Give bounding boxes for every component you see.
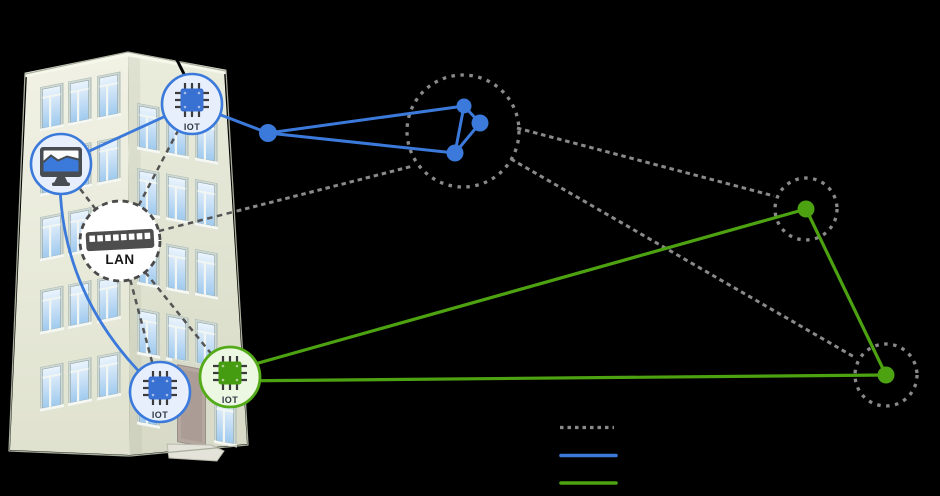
iot-green-label: IOT	[222, 395, 238, 405]
node-lan: LAN	[78, 199, 162, 283]
node-iot-roof: IOT	[160, 72, 224, 136]
remote-dashed-circles	[405, 73, 919, 408]
leader-line	[154, 17, 189, 81]
green-hop-node-1	[797, 200, 815, 218]
blue-cluster-node-b	[471, 114, 489, 132]
remote-dashed-links	[236, 126, 857, 360]
legend	[559, 425, 618, 485]
entrance-step	[166, 443, 225, 462]
monitor-area-chart-icon	[40, 147, 82, 186]
green-hop-node-2	[877, 366, 895, 384]
blue-cluster-node-a	[456, 98, 472, 114]
iot-roof-label: IOT	[184, 122, 200, 132]
blue-hop-node	[259, 124, 277, 142]
green-trace	[229, 200, 895, 384]
lan-switch-icon	[85, 228, 155, 252]
remote-cluster-blue-circle	[405, 73, 521, 189]
node-monitor	[29, 132, 93, 196]
iot-indoor-label: IOT	[152, 410, 168, 420]
blue-cluster-node-c	[446, 144, 464, 162]
remote-circle-green-1	[773, 176, 839, 242]
node-iot-green: IOT	[198, 345, 262, 409]
lan-label: LAN	[105, 252, 134, 267]
node-iot-indoor: IOT	[128, 360, 192, 424]
remote-circle-green-2	[853, 342, 919, 408]
